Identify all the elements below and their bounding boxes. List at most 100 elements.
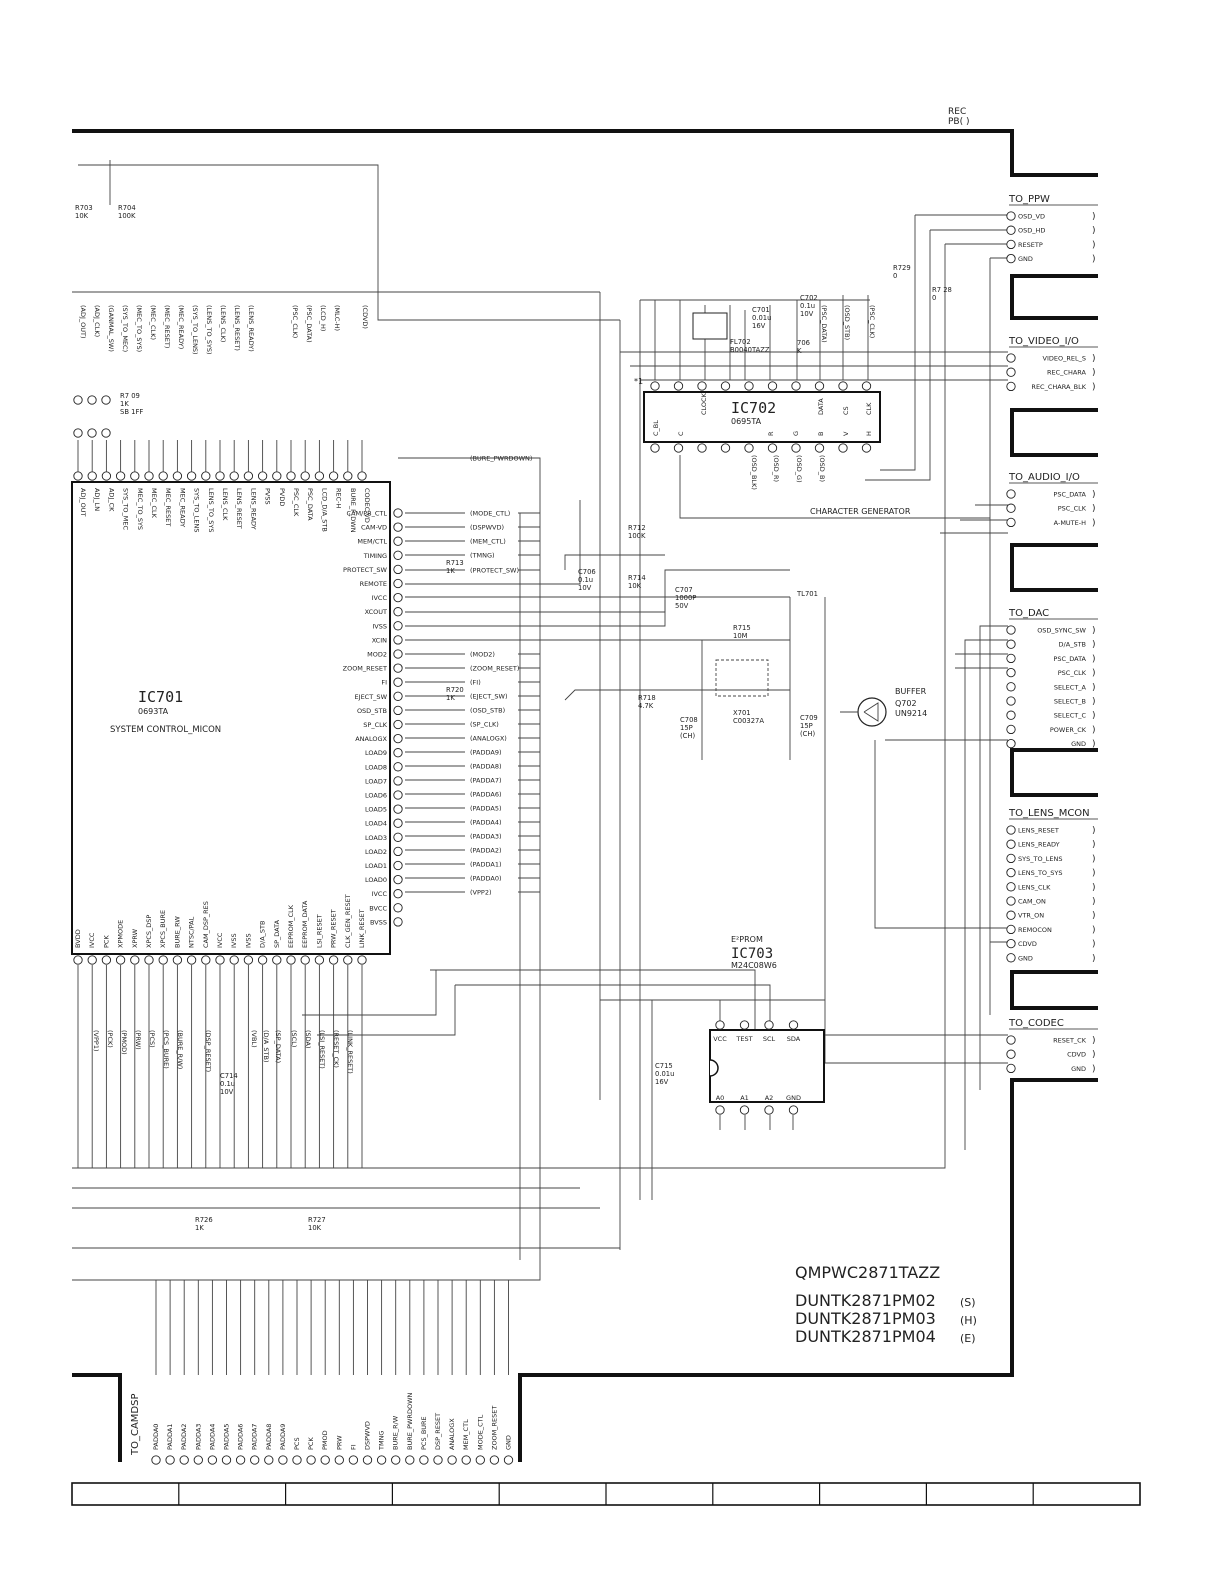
camdsp-pin (461, 1455, 471, 1465)
ic702-signal-label: (OSD_STB) (843, 305, 851, 340)
camdsp-pin-label: MEM_CTL (462, 1419, 470, 1450)
right-signal-label: (PADDA2) (470, 847, 502, 855)
ic701-top-pin (257, 471, 268, 481)
camdsp-pin-label: BURE_R/W (392, 1415, 400, 1450)
ic702-signal-label: (OSD_R) (772, 455, 780, 482)
ic701-bottom-pin-label: PRW_RESET (330, 909, 338, 948)
ic702-bottom-pin (650, 443, 660, 453)
connector-pin (1006, 239, 1016, 250)
connector-bracket: ) (1092, 854, 1096, 864)
ic701-right-pin (393, 550, 403, 560)
connector-bracket: ) (1092, 504, 1096, 514)
top-signal-label: (LENS_CLK) (219, 305, 227, 342)
ic701-right-pin (393, 832, 403, 842)
connector-pin (1006, 503, 1016, 513)
ic702-inner-bottom-label: B (817, 432, 825, 436)
camdsp-pin (306, 1455, 316, 1465)
camdsp-pin (433, 1455, 443, 1465)
connector-bracket: ) (1092, 669, 1096, 679)
connector-title: TO_VIDEO_I/O (1008, 336, 1079, 347)
ic703-bottom-pin-label: A0 (716, 1094, 725, 1102)
connector-bracket: ) (1092, 1050, 1096, 1060)
ic702-top-pin (673, 381, 684, 391)
ic702-bottom-pin (814, 443, 825, 453)
camdsp-pin-label: PADDA8 (265, 1424, 273, 1450)
ic701-right-pin-label: LOAD6 (365, 792, 387, 800)
ic701-bottom-pin (201, 955, 211, 965)
ic701-adj-pin (73, 395, 83, 405)
ic701-right-pin (393, 889, 403, 899)
camdsp-pin-label: PADDA9 (279, 1424, 287, 1450)
q702-label: BUFFER (895, 687, 927, 696)
connector-pin-label: RESETP (1018, 241, 1043, 249)
ic701-right-pin-label: LOAD8 (365, 763, 387, 771)
ic701-bottom-pin-label: CLK_GEN_RESET (344, 894, 352, 948)
connector-pin-label: SELECT_C (1054, 712, 1087, 720)
ic701-top-pin (328, 471, 339, 481)
q702-transistor-symbol (840, 697, 887, 727)
connector-pin (1006, 682, 1016, 692)
board-outline (72, 129, 1098, 1462)
ic702-mark: *1 (634, 377, 643, 386)
ic701-bottom-pin (272, 955, 282, 965)
ic702-inner-bottom-label: R (767, 431, 775, 436)
ic701-right-pin-label: IVSS (372, 622, 387, 630)
ic702-top-pin (791, 381, 801, 391)
ic702-body (643, 391, 881, 443)
connector-pin (1006, 882, 1016, 892)
camdsp-pin-label: PADDA1 (166, 1424, 174, 1450)
ic701-adj-pin (101, 395, 111, 405)
right-signal-label: (PADDA3) (470, 833, 502, 841)
ic701-adj-pin (101, 428, 111, 438)
connector-pin (1006, 225, 1016, 235)
ic703-bottom-pin-label: A1 (740, 1094, 749, 1102)
ic701-right-pin-label: LOAD1 (365, 862, 387, 870)
connector-pin (1006, 353, 1016, 363)
right-signal-label: (PADDA1) (470, 861, 502, 869)
ic701-bottom-pin-label: XPRW (131, 928, 139, 948)
connector-bracket: ) (1092, 240, 1096, 250)
bottom-signal-label: (PRW) (134, 1030, 142, 1050)
camdsp-pin-label: PCK (307, 1437, 315, 1450)
ic701-right-pin-label: IVCC (372, 594, 388, 602)
camdsp-pin (151, 1455, 161, 1465)
camdsp-pin (489, 1455, 500, 1465)
camdsp-pin-label: ANALOGX (448, 1418, 456, 1450)
x701-crystal (715, 659, 769, 697)
ic701-right-pin-label: LOAD9 (365, 749, 387, 757)
ic702-inner-bottom-label: C (677, 431, 685, 436)
bottom-signal-label: (SP_DATA) (274, 1030, 282, 1063)
ic703-top-pin-label: SCL (763, 1035, 776, 1043)
right-signal-label: (SP_CLK) (470, 721, 499, 729)
ic701-right-pin (393, 846, 403, 857)
connector-bracket: ) (1092, 740, 1096, 750)
camdsp-pin (278, 1455, 288, 1465)
connector-pin-label: A-MUTE-H (1054, 519, 1086, 527)
connector-pin-label: LENS_RESET (1018, 827, 1059, 835)
ic701-bottom-pin (300, 955, 310, 965)
connector-pin (1006, 1035, 1016, 1045)
ic701-right-pin (393, 903, 403, 913)
ic701-right-pin (393, 762, 403, 772)
ic701-bottom-pin (357, 955, 367, 965)
camdsp-pin (405, 1455, 415, 1465)
connector-bracket: ) (1092, 683, 1096, 693)
top-signal-label: (PSC_DATA) (305, 305, 313, 343)
ic701-right-pin-label: TIMING (363, 552, 387, 560)
camdsp-pin-label: PADDA6 (237, 1424, 245, 1450)
connector-pin (1006, 211, 1016, 221)
ic702-top-pin (767, 381, 778, 391)
ic702-signal-label: (PSC_CLK) (868, 305, 876, 338)
bottom-signal-label: (SDA) (304, 1030, 312, 1049)
ic701-top-pin-label: LENS_CLK (221, 488, 229, 521)
ic701-right-pin-label: LOAD4 (365, 820, 387, 828)
connector-pin-label: LENS_READY (1018, 841, 1060, 849)
ic701-top-pin (186, 471, 197, 481)
ic701-right-pin (393, 508, 403, 518)
ic703-top-pin (764, 1020, 774, 1030)
